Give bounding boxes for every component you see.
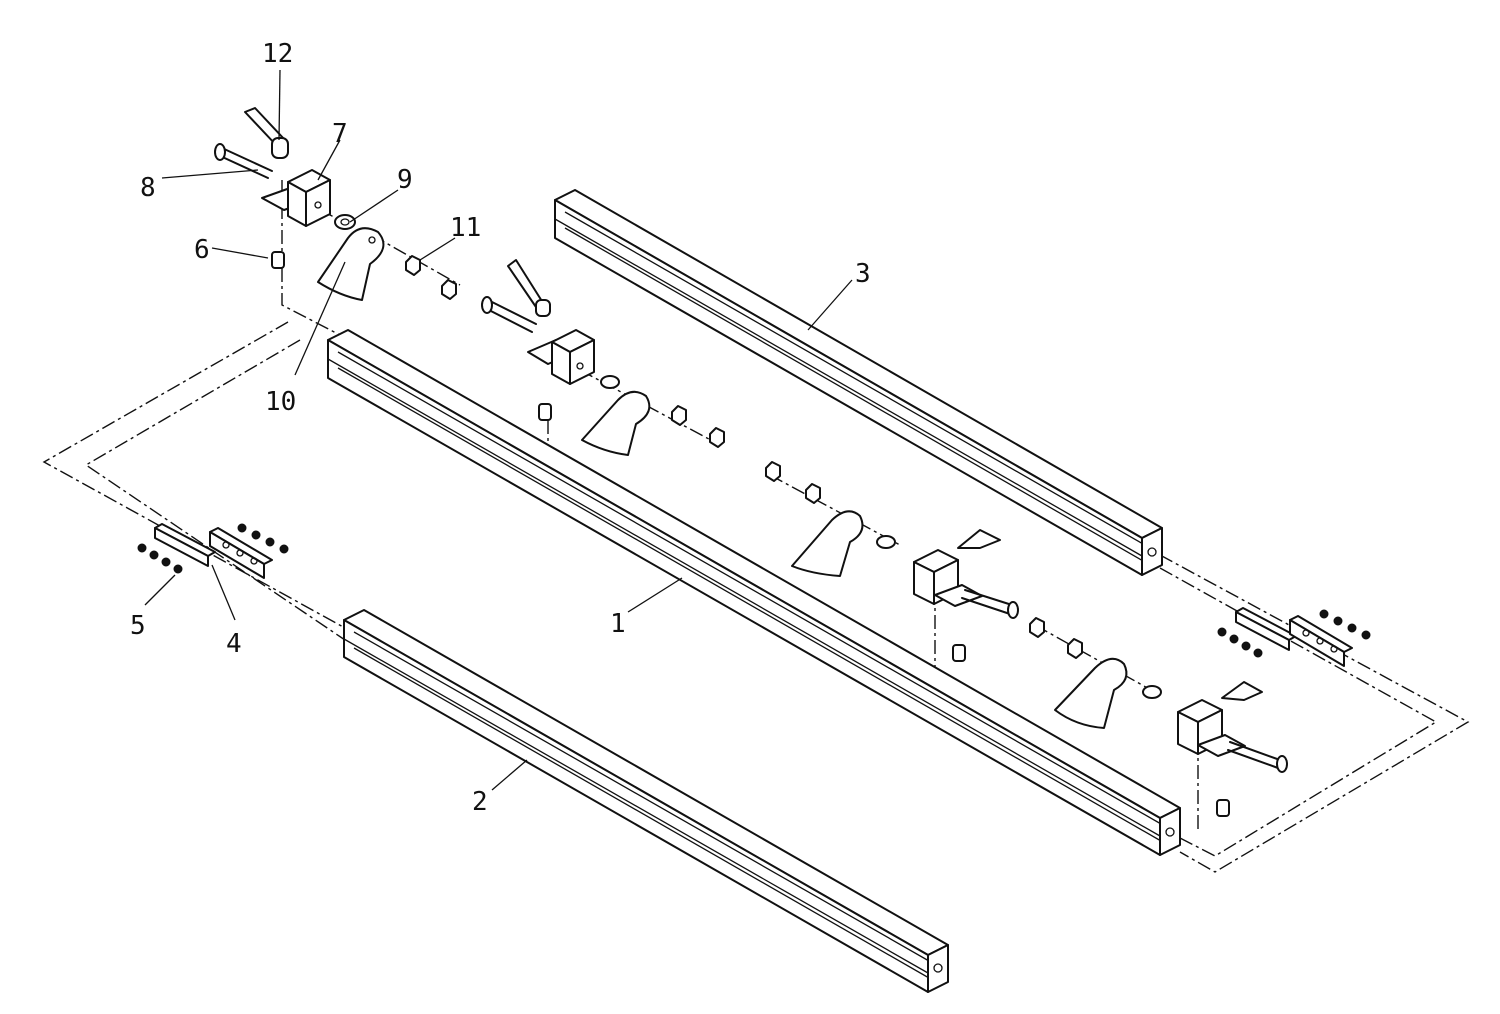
rail-1 [327, 329, 1181, 856]
callout-5: 5 [130, 611, 146, 641]
stop-block-assembly-4 [1054, 657, 1288, 817]
callout-8: 8 [140, 173, 156, 203]
callout-labels: 1 2 3 4 5 6 7 8 9 10 11 12 [130, 39, 871, 817]
stop-block-assembly-1 [214, 107, 457, 301]
stop-block-assembly-2 [481, 259, 725, 456]
callout-3: 3 [855, 259, 871, 289]
callout-11: 11 [450, 213, 481, 243]
callout-6: 6 [194, 235, 210, 265]
connector-plates-left [137, 523, 289, 579]
connector-plates-right [1217, 607, 1371, 667]
leader-lines [144, 69, 853, 791]
callout-1: 1 [610, 609, 626, 639]
callout-4: 4 [226, 629, 242, 659]
callout-9: 9 [397, 165, 413, 195]
callout-2: 2 [472, 787, 488, 817]
callout-10: 10 [265, 387, 296, 417]
rail-2 [343, 609, 949, 993]
callout-7: 7 [332, 119, 348, 149]
stop-block-assembly-3 [765, 461, 1083, 662]
rail-3 [554, 189, 1163, 576]
callout-12: 12 [262, 39, 293, 69]
assembly-path-lines [42, 180, 1470, 873]
